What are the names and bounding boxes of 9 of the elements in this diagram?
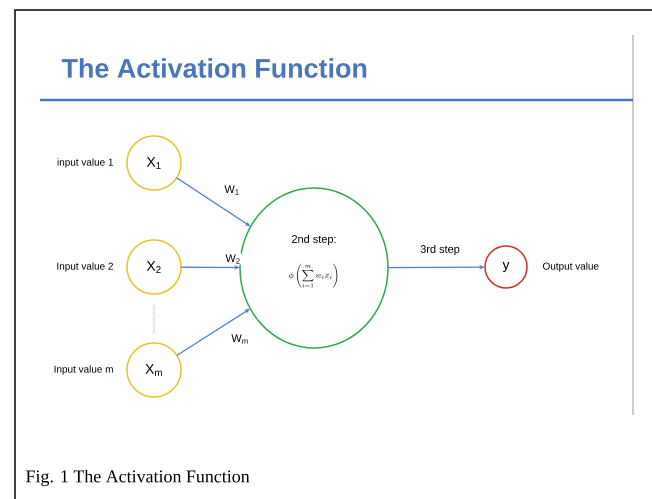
figure-caption: Fig. 1 The Activation Function bbox=[26, 470, 250, 486]
edge-label: W$_{2}$ bbox=[224, 253, 242, 265]
slide-title: The Activation Function bbox=[62, 58, 366, 78]
input-label: input value 1 bbox=[58, 158, 113, 168]
output-label: Output value bbox=[543, 262, 599, 272]
edge-label: 3rd step bbox=[419, 244, 461, 256]
input-label: Input value m bbox=[54, 365, 113, 375]
edge-label: W$_{1}$ bbox=[223, 184, 241, 196]
input-label: Input value 2 bbox=[57, 262, 113, 272]
